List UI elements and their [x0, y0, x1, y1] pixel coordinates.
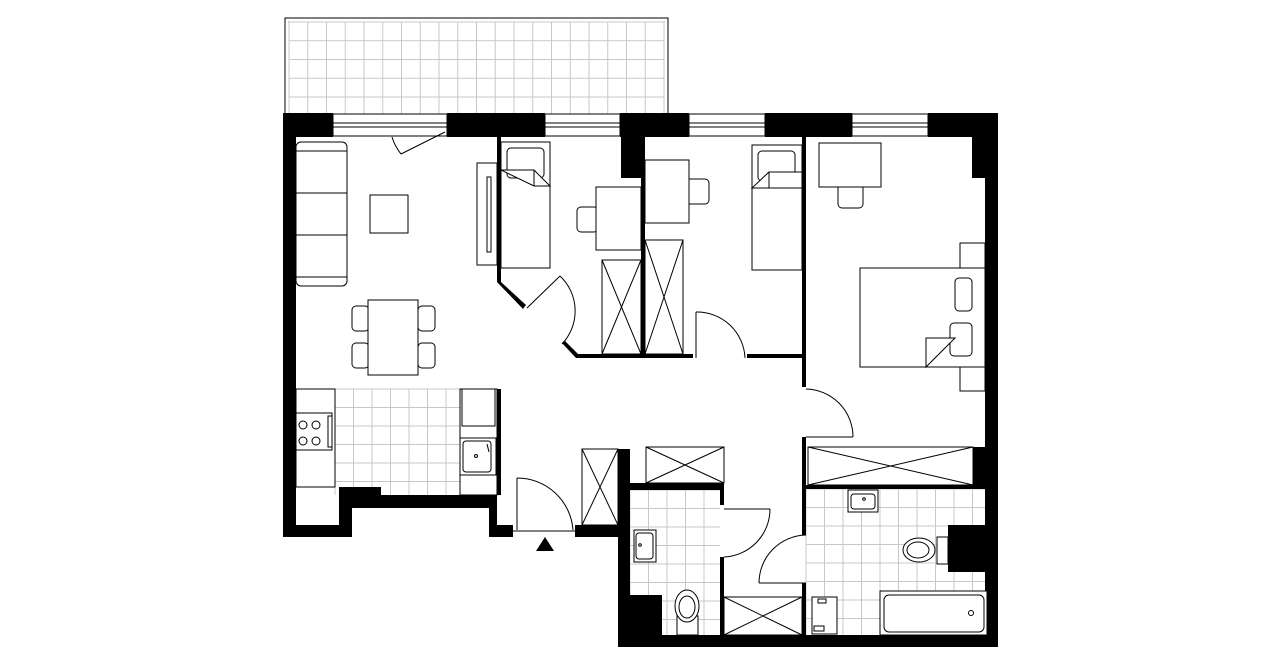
bathroom-fixtures — [811, 489, 988, 636]
balcony — [284, 17, 669, 115]
double-bed — [859, 267, 986, 369]
wardrobe — [723, 596, 803, 636]
living-room-furniture — [295, 141, 498, 376]
wc-door — [723, 508, 771, 558]
wardrobe — [601, 259, 642, 355]
balcony-tile-grid — [288, 21, 665, 114]
bedroom-2-furniture — [644, 144, 803, 271]
kitchen-units — [295, 388, 498, 496]
bedroom-2-door — [695, 311, 746, 359]
washbasin — [633, 529, 657, 563]
master-bedroom-door — [805, 388, 854, 438]
wardrobes — [581, 239, 974, 636]
hob — [295, 412, 333, 451]
nightstand — [959, 366, 986, 392]
washbasin — [847, 489, 879, 513]
bedroom-1-furniture — [500, 141, 642, 269]
fridge — [461, 388, 496, 427]
single-bed — [500, 141, 552, 269]
single-bed — [750, 144, 803, 271]
triangle-up-icon — [536, 537, 554, 551]
wardrobe — [645, 446, 725, 484]
balcony-door — [391, 131, 446, 155]
coffee-table — [369, 194, 409, 234]
window — [544, 113, 621, 137]
master-bedroom-furniture — [818, 142, 986, 392]
toilet — [674, 589, 700, 636]
wardrobe — [644, 239, 684, 355]
tile-grid — [288, 21, 665, 114]
desk — [576, 186, 642, 251]
nightstand — [959, 242, 986, 269]
desk — [818, 142, 882, 209]
desk — [644, 159, 710, 224]
window — [851, 113, 929, 137]
doors — [391, 131, 854, 584]
entrance-door — [513, 477, 575, 532]
bathtub — [879, 590, 988, 636]
bedroom-1-door — [526, 275, 576, 345]
wc-fixtures — [633, 529, 700, 636]
bathroom-door — [758, 534, 807, 584]
tv-unit — [476, 162, 498, 266]
walls — [283, 113, 998, 647]
window — [688, 113, 766, 137]
washing-machine — [811, 596, 838, 635]
kitchen-sink — [459, 437, 497, 476]
toilet — [902, 536, 949, 565]
tile-grid — [334, 388, 460, 495]
wardrobe — [807, 446, 974, 486]
dining-table — [351, 299, 436, 376]
wardrobe — [581, 448, 619, 526]
sofa — [295, 141, 348, 287]
window — [332, 113, 448, 137]
